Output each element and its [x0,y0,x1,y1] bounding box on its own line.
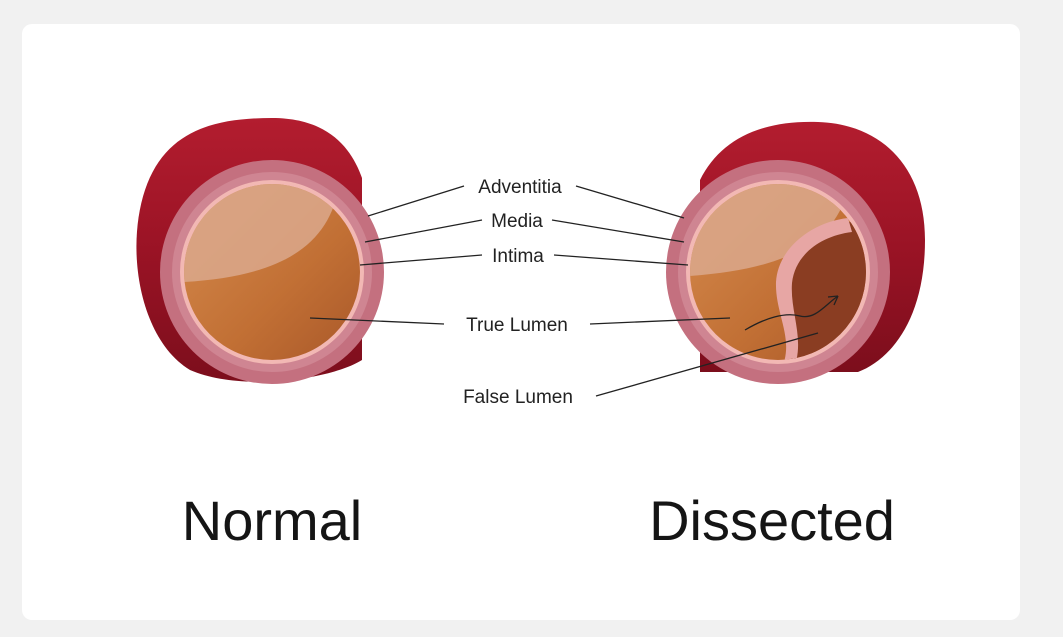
caption-dissected: Dissected [649,489,895,552]
leader-true-lumen-right [589,317,731,325]
leader-true-lumen-left [309,317,445,325]
leader-intima-left [359,254,483,266]
label-media: Media [491,211,543,232]
flow-arrowhead-icon [827,295,839,306]
leader-intima-right [553,254,689,266]
normal-artery [136,118,384,384]
leader-adventitia-right [575,185,685,219]
intimal-flap [775,218,852,360]
leader-lines [309,185,819,397]
label-false-lumen: False Lumen [463,387,573,408]
label-true-lumen: True Lumen [466,315,568,336]
caption-normal: Normal [182,489,362,552]
flow-arrow-icon [744,295,839,331]
leader-media-left [364,219,483,243]
leader-adventitia-left [367,185,465,217]
label-adventitia: Adventitia [478,177,562,198]
dissected-artery [666,121,925,384]
dissected-lumen-highlight [690,184,850,276]
normal-lumen-highlight [184,184,340,282]
leader-media-right [551,219,685,243]
label-intima: Intima [492,246,544,267]
leader-false-lumen [595,332,819,397]
